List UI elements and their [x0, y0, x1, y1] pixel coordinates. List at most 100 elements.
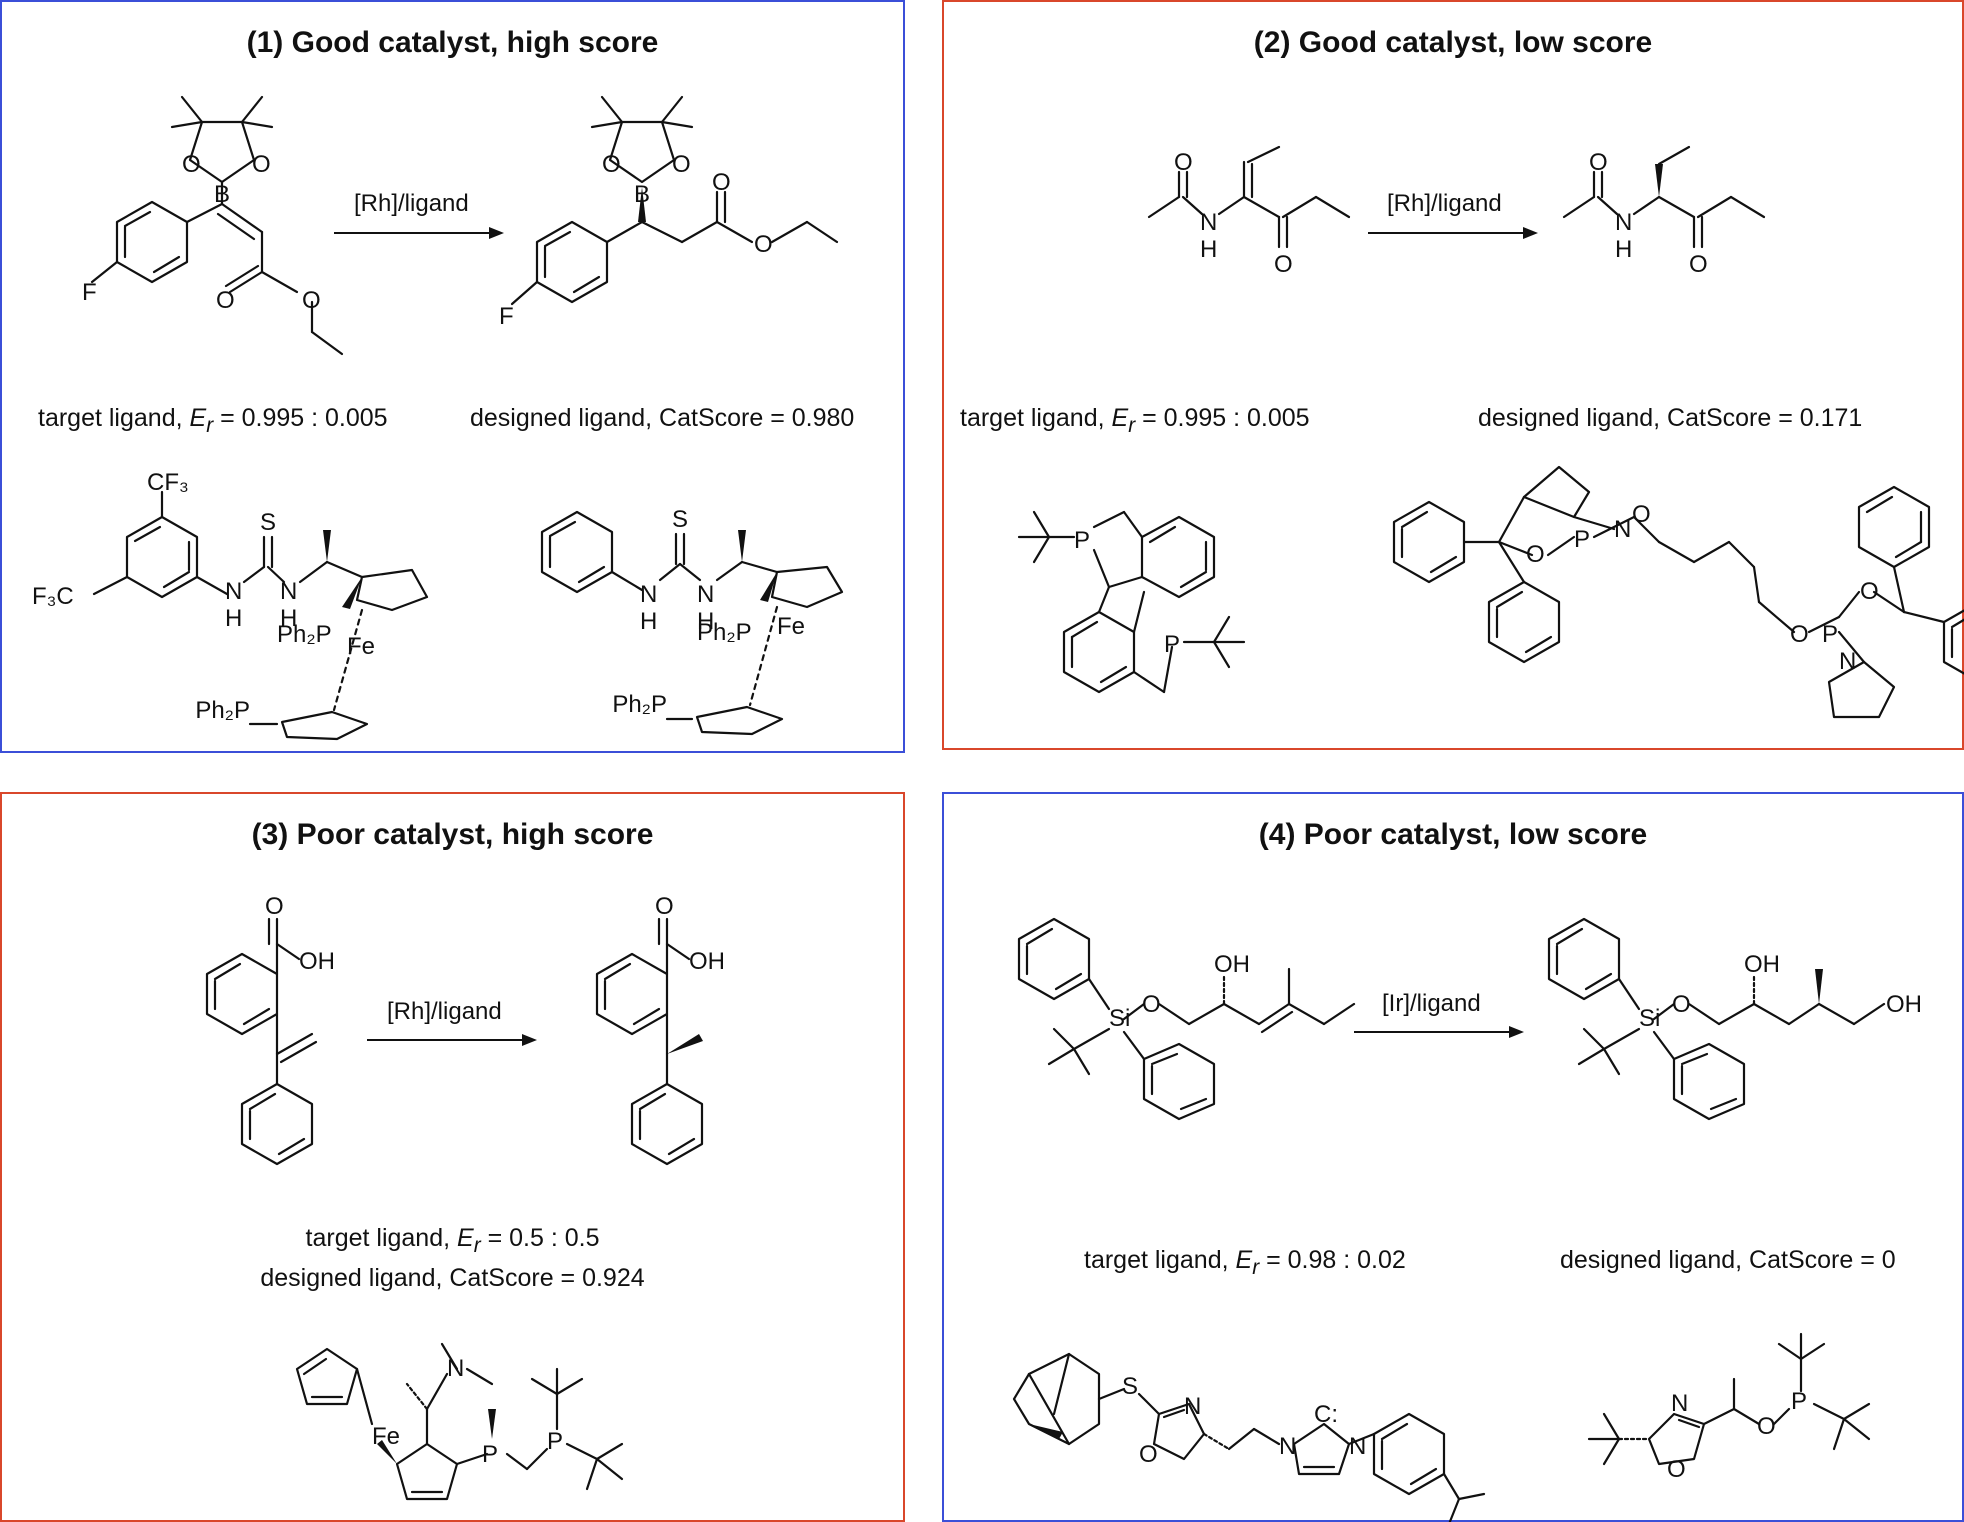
atom-cf3: CF₃: [147, 469, 189, 496]
atom-si: Si: [1109, 1005, 1130, 1032]
designed-ligand-structure: O P N O O P O N: [1392, 465, 1964, 719]
atom-f3c: F₃C: [32, 583, 74, 610]
atom-o: O: [1526, 541, 1545, 568]
atom-oh: OH: [1744, 951, 1780, 978]
atom-oh: OH: [1214, 951, 1250, 978]
atom-o: O: [672, 151, 691, 178]
atom-n: N: [1614, 516, 1631, 543]
designed-ligand-label: designed ligand, CatScore = 0.980: [470, 404, 855, 432]
atom-n: N: [1200, 209, 1217, 236]
reagent-label: [Rh]/ligand: [1387, 190, 1502, 217]
panel-title: (3) Poor catalyst, high score: [251, 818, 654, 851]
atom-n: N: [447, 1355, 464, 1382]
atom-n: N: [1615, 209, 1632, 236]
designed-ligand-label: designed ligand, CatScore = 0.171: [1478, 404, 1863, 432]
reagent-label: [Rh]/ligand: [354, 190, 469, 217]
panel-4: (4) Poor catalyst, low score Si O OH [Ir…: [942, 792, 1964, 1522]
atom-fe: Fe: [372, 1423, 400, 1450]
designed-ligand-structure: N H S N H Ph₂P Fe Ph₂P: [540, 506, 844, 736]
reaction-arrow: [334, 227, 504, 239]
panel-title: (1) Good catalyst, high score: [246, 26, 659, 59]
atom-oh: OH: [689, 948, 725, 975]
atom-o: O: [1174, 149, 1193, 176]
target-ligand-label: target ligand, Er = 0.98 : 0.02: [1084, 1246, 1406, 1279]
atom-carbene: C:: [1314, 1401, 1338, 1428]
target-ligand-structure: S N O N C: N: [1012, 1352, 1486, 1522]
atom-o: O: [1757, 1413, 1776, 1440]
reactant-structure: O N H O: [1147, 145, 1351, 278]
reaction-arrow: [1368, 227, 1538, 239]
target-ligand-label: target ligand, Er = 0.5 : 0.5: [305, 1224, 600, 1257]
atom-h: H: [280, 605, 297, 632]
atom-n: N: [1279, 1433, 1296, 1460]
atom-n: N: [1349, 1433, 1366, 1460]
atom-o: O: [1667, 1456, 1686, 1483]
atom-o: O: [1589, 149, 1608, 176]
designed-ligand-label: designed ligand, CatScore = 0: [1560, 1246, 1896, 1274]
atom-p: P: [1822, 621, 1838, 648]
atom-o: O: [1142, 991, 1161, 1018]
atom-o: O: [655, 893, 674, 920]
atom-ph2p: Ph₂P: [612, 691, 667, 718]
atom-n: N: [640, 581, 657, 608]
atom-b: B: [634, 181, 650, 208]
target-ligand-structure: CF₃ F₃C N H S N H Ph₂P Fe Ph₂P: [32, 469, 429, 741]
reaction-arrow: [1354, 1026, 1524, 1038]
atom-o: O: [1632, 501, 1651, 528]
product-structure: O OH: [595, 893, 725, 1166]
atom-ph2p: Ph₂P: [195, 697, 250, 724]
panel-3: (3) Poor catalyst, high score O OH [Rh]/…: [0, 792, 905, 1522]
product-structure: O N H O: [1562, 145, 1766, 278]
atom-p: P: [1164, 631, 1180, 658]
atom-o: O: [1860, 578, 1879, 605]
atom-f: F: [82, 279, 97, 306]
reagent-label: [Rh]/ligand: [387, 998, 502, 1025]
atom-n: N: [1184, 1393, 1201, 1420]
atom-o: O: [252, 151, 271, 178]
atom-n: N: [225, 578, 242, 605]
atom-h: H: [697, 608, 714, 635]
target-ligand-structure: P P: [1017, 510, 1246, 694]
product-structure: O O B O O F: [499, 95, 839, 330]
atom-s: S: [1122, 1373, 1138, 1400]
atom-h: H: [1615, 236, 1632, 263]
panel-1: (1) Good catalyst, high score O O B F O …: [0, 0, 905, 753]
atom-s: S: [672, 506, 688, 533]
atom-h: H: [225, 605, 242, 632]
atom-o: O: [182, 151, 201, 178]
designed-ligand-label: designed ligand, CatScore = 0.924: [260, 1264, 645, 1292]
atom-n: N: [280, 578, 297, 605]
atom-o: O: [302, 287, 321, 314]
atom-o: O: [1672, 991, 1691, 1018]
atom-n: N: [1671, 1390, 1688, 1417]
atom-n: N: [697, 581, 714, 608]
reactant-structure: O OH: [205, 893, 335, 1166]
product-structure: Si O OH OH: [1547, 917, 1922, 1121]
atom-o: O: [754, 231, 773, 258]
target-ligand-label: target ligand, Er = 0.995 : 0.005: [38, 404, 388, 437]
atom-ph2p: Ph₂P: [277, 621, 332, 648]
panel-title: (4) Poor catalyst, low score: [1258, 818, 1648, 851]
atom-o: O: [1274, 251, 1293, 278]
panel-title: (2) Good catalyst, low score: [1253, 26, 1653, 59]
atom-o: O: [1689, 251, 1708, 278]
atom-o: O: [1139, 1441, 1158, 1468]
atom-o: O: [265, 893, 284, 920]
reagent-label: [Ir]/ligand: [1382, 990, 1481, 1017]
atom-oh: OH: [1886, 991, 1922, 1018]
atom-b: B: [214, 181, 230, 208]
atom-si: Si: [1639, 1005, 1660, 1032]
atom-ph2p: Ph₂P: [697, 619, 752, 646]
target-ligand-label: target ligand, Er = 0.995 : 0.005: [960, 404, 1310, 437]
atom-p: P: [547, 1428, 563, 1455]
atom-n: N: [1839, 648, 1856, 675]
reaction-arrow: [367, 1034, 537, 1046]
atom-oh: OH: [299, 948, 335, 975]
atom-h: H: [1200, 236, 1217, 263]
atom-o: O: [1790, 621, 1809, 648]
target-ligand-structure: Fe N P P: [295, 1342, 624, 1501]
atom-fe: Fe: [777, 613, 805, 640]
designed-ligand-structure: N O O P: [1587, 1332, 1871, 1483]
atom-o: O: [712, 169, 731, 196]
atom-p: P: [1574, 526, 1590, 553]
